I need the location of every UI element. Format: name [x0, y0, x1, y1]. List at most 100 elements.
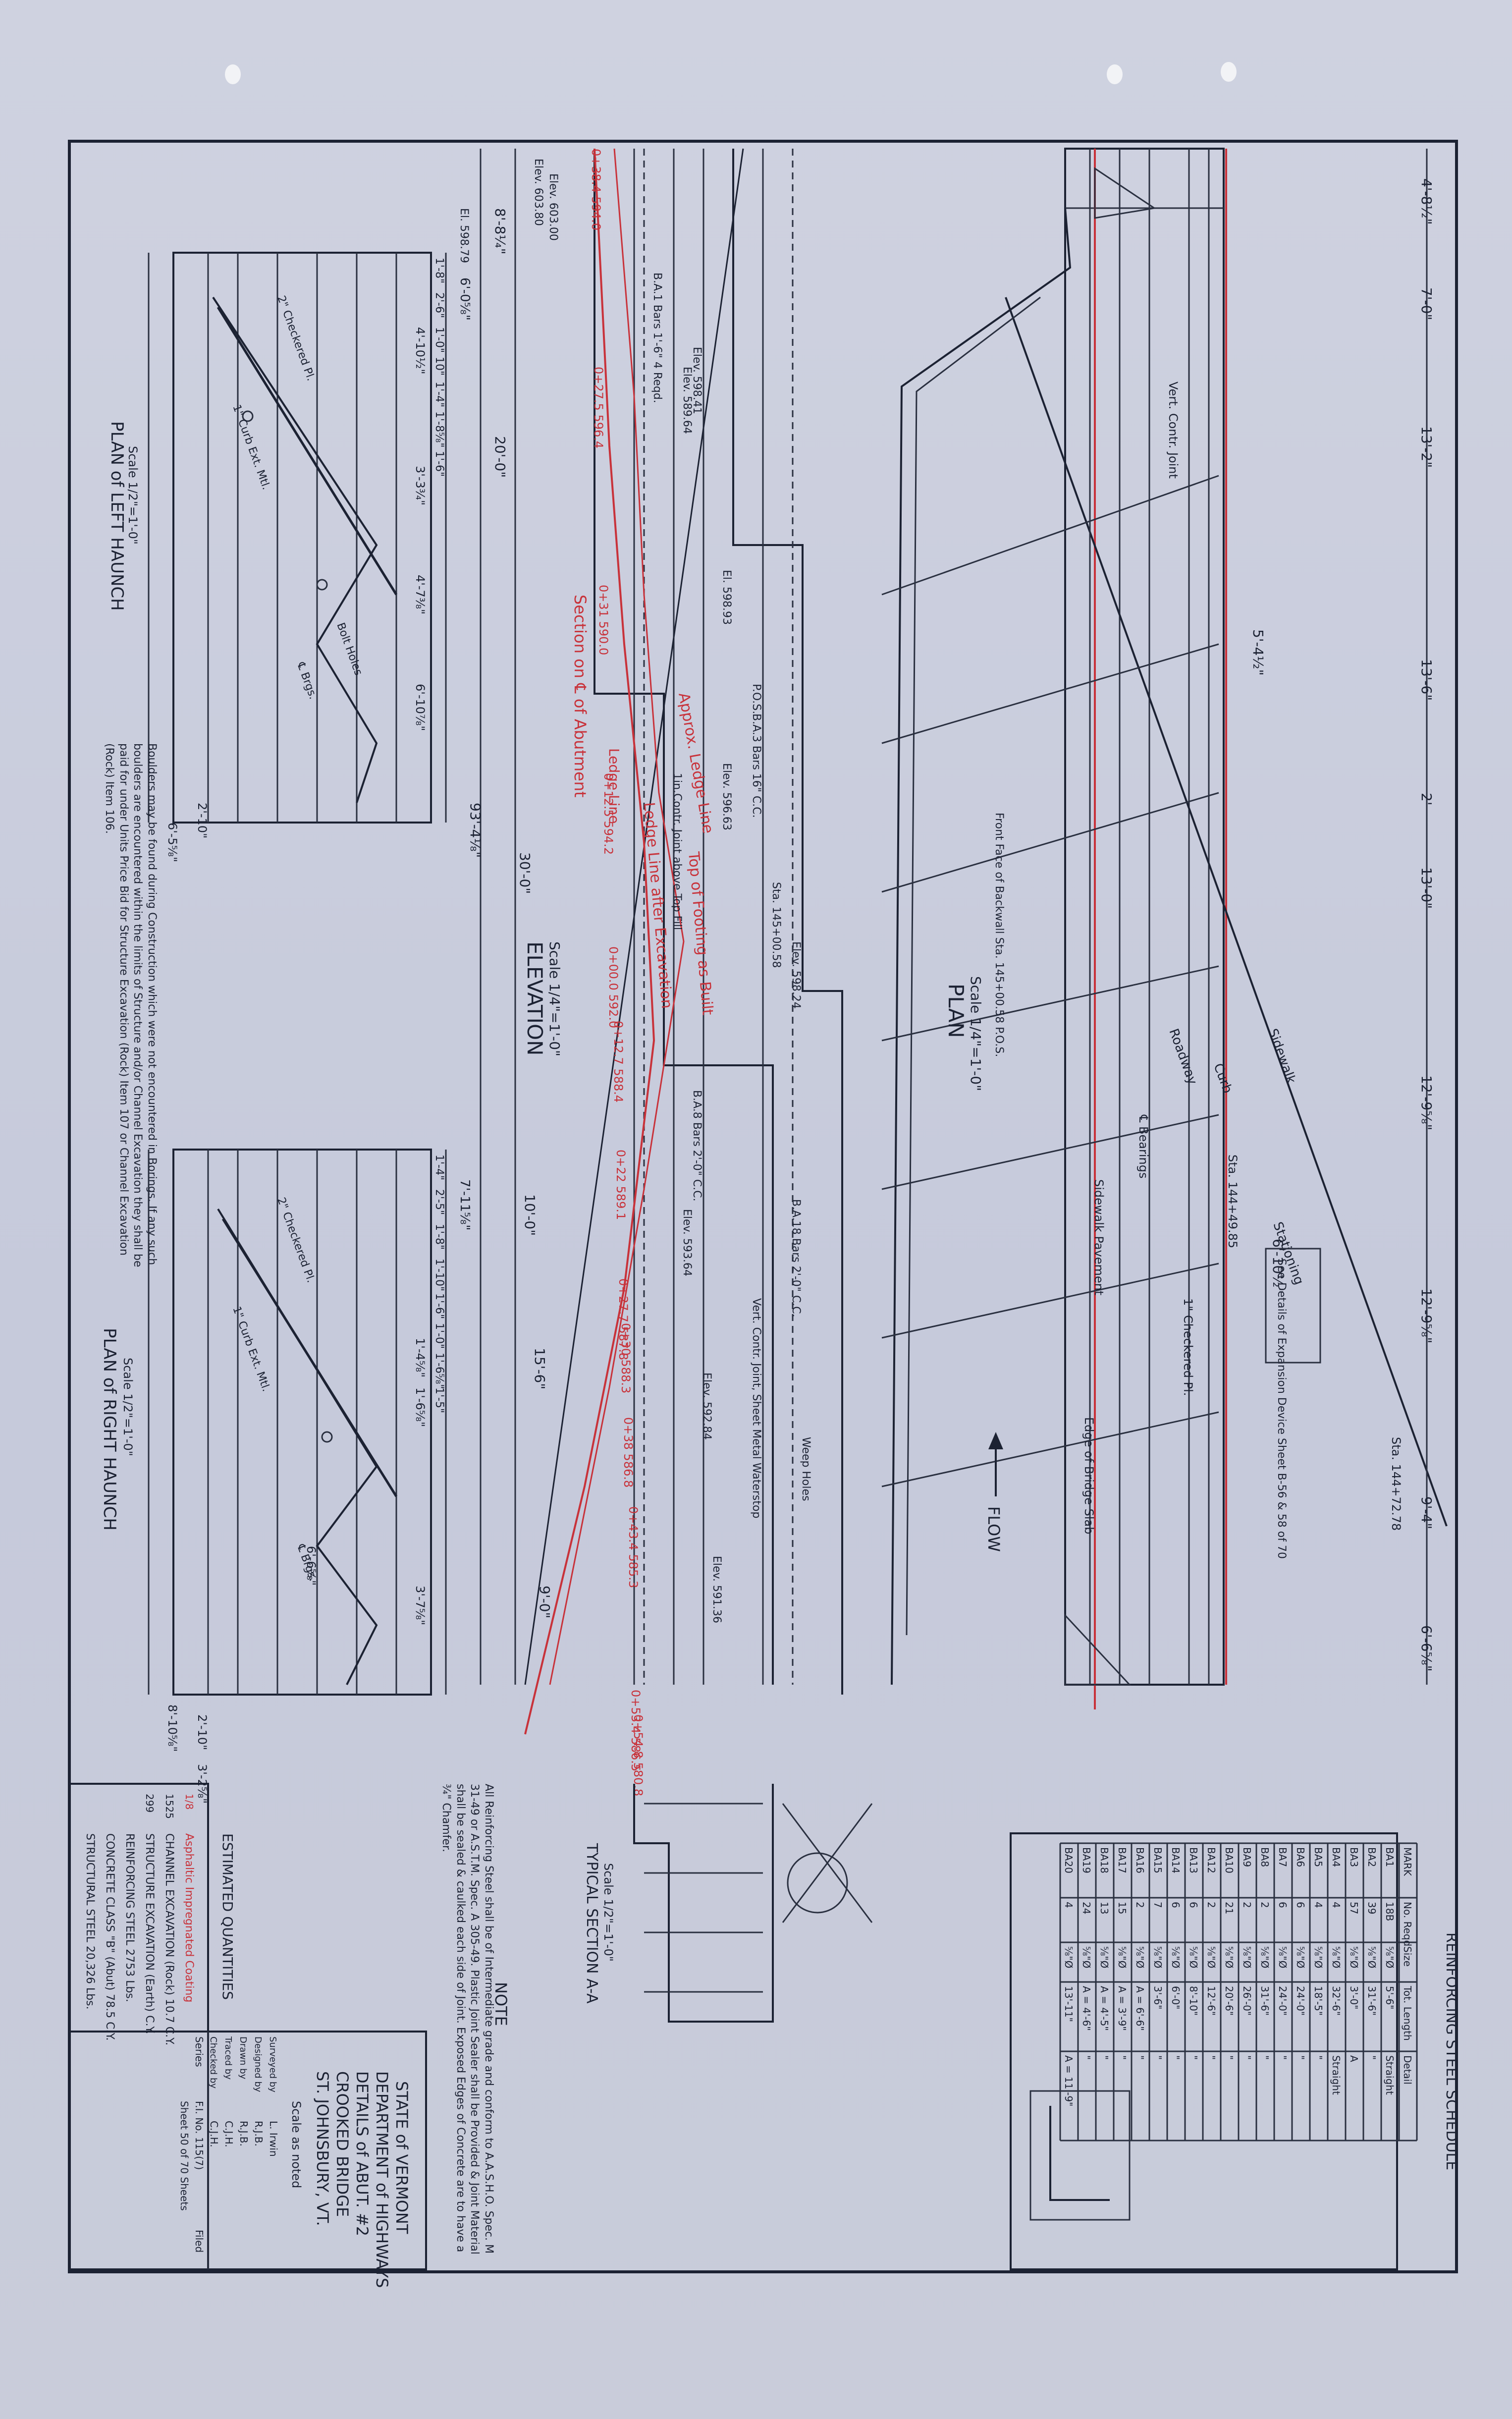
rebar-cell: BA5 — [1312, 1847, 1324, 1867]
haunch-dim: 1'-6" — [433, 1293, 445, 1319]
rebar-column-header: No. Reqd — [1402, 1902, 1413, 1946]
haunch-note: Elev. 603.80 — [532, 159, 544, 226]
plan-dim: 5'-4½" — [1250, 629, 1266, 675]
red-elevation: 0+00.0 592.0 — [606, 946, 620, 1028]
left-haunch-labels: 6'-0⅝" 1'-8" 2'-6" 1'-0" 10" 1'-4" 1'-8⅝… — [165, 159, 559, 862]
rebar-cell: 6 — [1188, 1902, 1199, 1908]
red-elevation: 0+27.5 596.4 — [592, 367, 605, 448]
haunch-dim: 1'-6⅝" — [433, 1353, 445, 1389]
elev-note: Elev. 593.64 — [681, 1209, 693, 1276]
elev-note: Elev. 592.84 — [701, 1373, 713, 1440]
credit-role: Designed by — [253, 2036, 263, 2092]
note-heading: NOTE — [491, 1982, 510, 2026]
haunch-dim: 4'-7⅜" — [413, 575, 427, 614]
left-haunch-view — [148, 252, 447, 824]
rebar-cell: " — [1366, 2055, 1378, 2060]
credit-role: Traced by — [223, 2036, 233, 2080]
rebar-cell: ⅝"Ø — [1116, 1946, 1128, 1968]
rebar-cell: " — [1295, 2055, 1306, 2060]
plan-note: Sta. 144+49.85 — [1226, 1155, 1240, 1248]
haunch-dim: 1'-0" — [433, 327, 445, 353]
rebar-cell: " — [1188, 2055, 1199, 2060]
rebar-cell: ⅝"Ø — [1348, 1946, 1360, 1968]
rebar-cell: ⅝"Ø — [1152, 1946, 1164, 1968]
bend-detail-box — [1029, 2090, 1131, 2221]
plan-dim: 13'-2" — [1418, 426, 1435, 468]
section-scale: Scale 1/2"=1'-0" — [601, 1863, 615, 1962]
haunch-dim: 1'-4" — [433, 382, 445, 407]
rebar-column-header: Detail — [1402, 2055, 1413, 2085]
rebar-cell: BA20 — [1063, 1847, 1075, 1873]
rebar-cell: 4 — [1063, 1902, 1075, 1908]
haunch-dim: 1'-0" — [433, 1323, 445, 1349]
elev-note: B.A.1 Bars 1'-6" 4 Reqd. — [651, 273, 663, 403]
rebar-cell: 18B — [1384, 1902, 1396, 1921]
quantity-text: STRUCTURE EXCAVATION (Earth) C.Y. — [143, 1833, 156, 2034]
rebar-cell: 24 — [1080, 1902, 1092, 1914]
rebar-cell: 6 — [1170, 1902, 1182, 1908]
haunch-dim: 3'-3¾" — [413, 466, 427, 505]
rebar-cell: BA12 — [1205, 1847, 1217, 1873]
rebar-cell: 32'-6" — [1330, 1986, 1342, 2016]
rebar-cell: 7 — [1152, 1902, 1164, 1908]
quantity-text: STRUCTURAL STEEL 20,326 Lbs. — [84, 1833, 96, 2010]
haunch-dim: 8'-10⅝" — [165, 1704, 179, 1752]
quantity-text: Asphaltic Impregnated Coating — [183, 1833, 195, 2002]
plan-dim: 12'-9⅝" — [1418, 1288, 1435, 1343]
plan-note: Edge of Bridge Slab — [1082, 1417, 1096, 1535]
haunch-dim: 2'-6" — [433, 292, 445, 318]
title-line: CROOKED BRIDGE — [333, 2071, 352, 2217]
punch-hole — [1107, 64, 1123, 84]
haunch-dim: 1'-4⅝" — [413, 1338, 427, 1377]
rebar-cell: " — [1259, 2055, 1271, 2060]
title-line: DEPARTMENT of HIGHWAYS — [373, 2071, 391, 2288]
elevation-view — [480, 148, 843, 1735]
elev-note: Elev. 598.24 — [790, 941, 802, 1009]
rebar-cell: 21 — [1223, 1902, 1235, 1914]
rebar-cell: BA10 — [1223, 1847, 1235, 1873]
haunch-dim: 3'-7⅝" — [413, 1586, 427, 1625]
red-elevation: 0+22 589.1 — [614, 1150, 628, 1220]
rebar-cell: ⅝"Ø — [1277, 1946, 1289, 1968]
punch-hole — [225, 64, 241, 84]
elev-note: 1in.Contr. Joint above Top Fill — [671, 773, 683, 930]
rebar-cell: ⅝"Ø — [1295, 1946, 1306, 1968]
rebar-column-header: Size — [1402, 1946, 1413, 1967]
rebar-cell: " — [1080, 2055, 1092, 2060]
rebar-cell: Straight — [1330, 2055, 1342, 2095]
elev-note: El. 598.93 — [720, 570, 733, 625]
red-elevation: 0+12.7 588.4 — [611, 1021, 625, 1102]
rebar-cell: ⅝"Ø — [1366, 1946, 1378, 1968]
credit-role: Drawn by — [238, 2036, 248, 2080]
red-elevation: 0+38 586.8 — [621, 1417, 635, 1487]
haunch-dim: 1'-6⅝" — [413, 1387, 427, 1427]
rebar-cell: 6 — [1277, 1902, 1289, 1908]
rebar-cell: ⅝"Ø — [1134, 1946, 1146, 1968]
section-title: TYPICAL SECTION A-A — [583, 1843, 600, 2004]
haunch-note: 1" Curb Ext. Mtl. — [230, 403, 272, 492]
plan-dim: 9'-4" — [1418, 1496, 1435, 1529]
plan-dim: 13'-6" — [1418, 659, 1435, 701]
rebar-cell: 24'-0" — [1277, 1986, 1289, 2016]
haunch-dim: 1'-8" — [433, 1224, 445, 1250]
rebar-cell: BA18 — [1098, 1847, 1110, 1873]
expansion-note-box — [1265, 1248, 1321, 1364]
haunch-dim: 6'-0⅝" — [457, 277, 472, 321]
rebar-cell: A = 11'-9" — [1063, 2055, 1075, 2106]
credit-role: Surveyed by — [268, 2036, 278, 2092]
plan-note: Sta. 144+72.78 — [1389, 1437, 1403, 1531]
scale-note: Scale as noted — [289, 2101, 303, 2188]
plan-note: Curb — [1210, 1061, 1235, 1095]
credit-name: R.J.B. — [253, 2121, 265, 2146]
elev-dim: 93'-4⅛" — [467, 803, 484, 858]
plan-note: Sidewalk — [1265, 1027, 1298, 1086]
rebar-cell: 15 — [1116, 1902, 1128, 1914]
rebar-cell: " — [1312, 2055, 1324, 2060]
note-text: All Reinforcing Steel shall be of Interm… — [440, 1784, 495, 2254]
rebar-cell: 31'-6" — [1366, 1986, 1378, 2016]
credit-name: C.J.H. — [223, 2121, 235, 2147]
elev-note: Sta. 145+00.58 — [770, 882, 782, 968]
plan-dim: 12'-9⅝" — [1418, 1075, 1435, 1130]
elev-dim: 15'-6" — [532, 1348, 548, 1389]
